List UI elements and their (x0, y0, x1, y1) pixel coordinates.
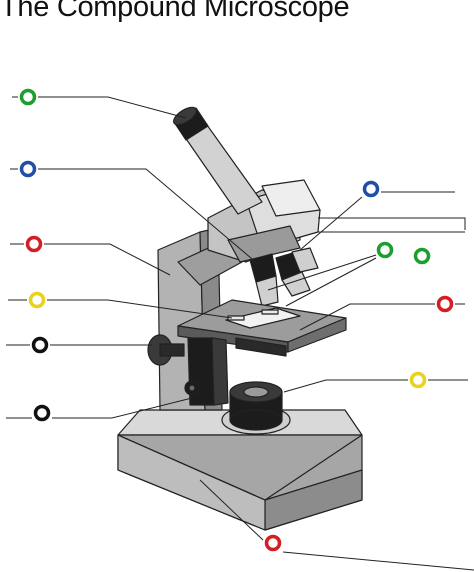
microscope-base (117, 409, 363, 531)
leader-line-body-tube (38, 168, 259, 265)
page-title: The Compound Microscope (0, 0, 350, 23)
label-marker-revolving-nosepiece[interactable] (362, 180, 380, 198)
leader-line-objective-lenses-a (267, 254, 377, 291)
leader-line-base (199, 479, 264, 541)
label-marker-base[interactable] (264, 534, 282, 552)
leader-line-fine-adjustment (52, 397, 193, 419)
eyepiece-tube (173, 106, 263, 215)
label-marker-body-tube[interactable] (19, 160, 37, 178)
leader-stub-base (282, 551, 474, 571)
leader-line-arm (44, 243, 171, 276)
microscope-illustration (117, 106, 363, 531)
label-markers (19, 88, 454, 552)
leader-line-revolving-nosepiece (299, 196, 363, 251)
label-marker-arm[interactable] (25, 235, 43, 253)
leader-line-stage (299, 303, 435, 331)
microscope-head (207, 179, 321, 263)
label-marker-eyepiece[interactable] (19, 88, 37, 106)
label-marker-diaphragm[interactable] (409, 371, 427, 389)
leader-line-eyepiece (38, 96, 187, 119)
label-marker-stage[interactable] (436, 295, 454, 313)
leader-lines (6, 96, 474, 571)
label-marker-objective-lenses-a[interactable] (376, 241, 394, 259)
objective-lenses (249, 247, 319, 307)
leader-line-objective-lenses-b (285, 257, 377, 307)
leader-line-stage-clips (47, 299, 233, 319)
label-marker-objective-lenses-b[interactable] (413, 247, 431, 265)
leader-line-diaphragm (283, 379, 408, 393)
reference-line (318, 217, 466, 230)
coarse-adjustment-knob (147, 334, 185, 366)
microscope-stage (177, 299, 347, 357)
label-marker-stage-clips[interactable] (28, 291, 46, 309)
fine-adjustment-knob (184, 380, 200, 396)
label-marker-coarse-adjustment[interactable] (31, 336, 49, 354)
label-marker-fine-adjustment[interactable] (33, 404, 51, 422)
light-source (221, 381, 291, 435)
